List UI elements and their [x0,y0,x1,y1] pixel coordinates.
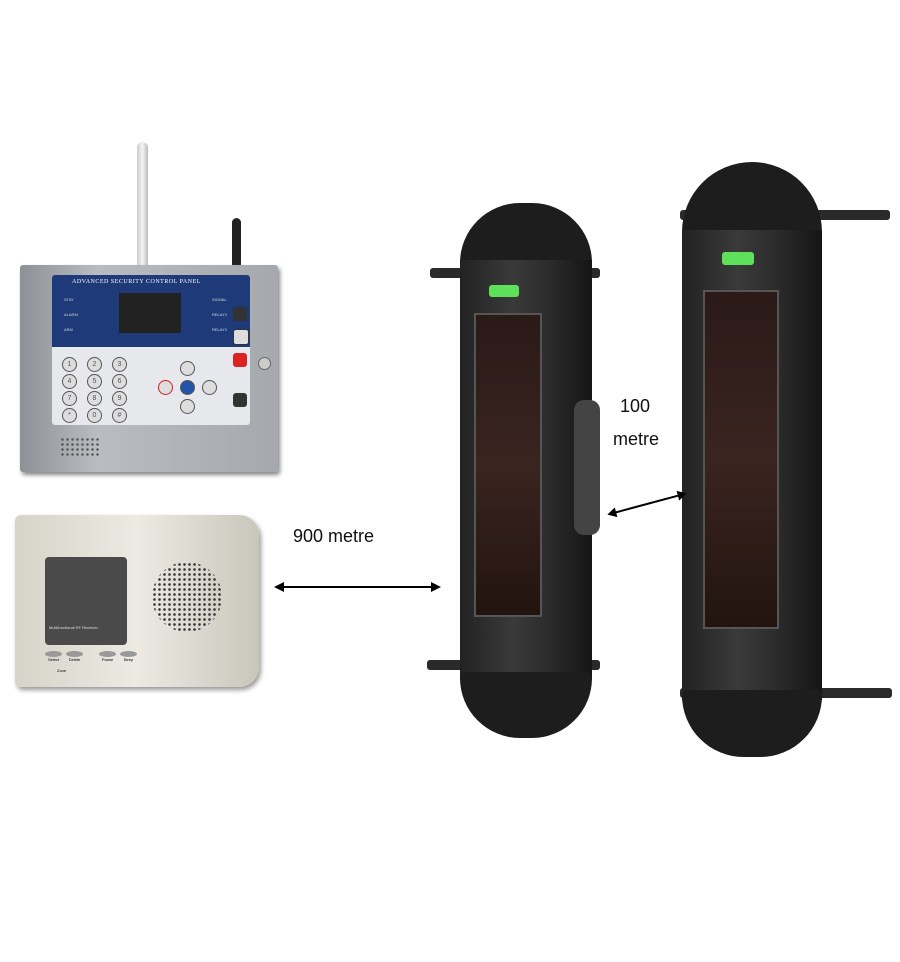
sos-button [233,353,247,367]
keypad-key: 4 [62,374,77,389]
panel-display-area: ADVANCED SECURITY CONTROL PANEL STAY ALA… [52,275,250,347]
distance-label-beam-value: 100 [620,396,651,416]
indicator-signal: SIGNAL [212,297,227,302]
speaker-grille [152,562,222,632]
panel-face: ADVANCED SECURITY CONTROL PANEL STAY ALA… [52,275,250,425]
spirit-level [722,252,754,265]
unlock-button [233,393,247,407]
arrowhead-left-icon [606,507,618,520]
beam-bottom-cap [682,690,822,757]
beam-bottom-cap [460,672,592,738]
double-arrow [606,488,688,521]
keypad-key: 6 [112,374,127,389]
left-arrow-key [158,380,173,395]
right-arrow-key [202,380,217,395]
pause-button-label: Pause [101,657,114,662]
keypad-key: 5 [87,374,102,389]
select-button-label: Select [47,657,60,662]
indicator-relay1: RELAY1 [212,312,228,317]
lock-button [233,307,247,321]
indicator-arm: ARM [64,327,73,332]
receiver-panel: Multifunctional RF Receiver [45,557,127,645]
enter-key [180,380,195,395]
keypad-key: 1 [62,357,77,372]
speaker-grille [60,437,100,457]
keypad-key: 9 [112,391,127,406]
home-button [233,329,249,345]
receiver-name: Multifunctional RF Receiver [49,625,98,630]
arrowhead-left-icon [274,582,284,592]
arrowhead-right-icon [431,582,441,592]
spirit-level [489,285,519,297]
panel-title: ADVANCED SECURITY CONTROL PANEL [72,279,201,285]
beep-button-label: Beep [123,657,134,662]
zone-label: Zone [57,668,67,673]
receiver-buttons: Select Delete Pause Beep [45,651,137,662]
delete-button-label: Delete [68,657,81,662]
keypad-key: 2 [87,357,102,372]
solar-panel [474,313,542,617]
up-arrow-key [180,361,195,376]
distance-label-beam-unit: metre [613,429,660,449]
keypad-key: # [112,408,127,423]
rf-receiver: Multifunctional RF Receiver Select Delet… [15,515,259,687]
down-arrow-key [180,399,195,414]
keypad-key: 8 [87,391,102,406]
antenna [137,142,148,268]
solar-panel [703,290,779,629]
double-arrow [282,586,432,588]
security-control-panel: ADVANCED SECURITY CONTROL PANEL STAY ALA… [20,265,278,472]
keypad-key: * [62,408,77,423]
indicator-alarm: ALARM [64,312,78,317]
distance-label-receiver: 900 metre [293,526,375,546]
indicator-stay: STAY [64,297,74,302]
key-lock [258,357,271,370]
lcd-screen [119,293,181,333]
antenna [232,218,241,268]
keypad-key: 7 [62,391,77,406]
sensor-lenses [574,400,600,535]
keypad-key: 3 [112,357,127,372]
indicator-relay2: RELAY2 [212,327,228,332]
keypad-key: 0 [87,408,102,423]
